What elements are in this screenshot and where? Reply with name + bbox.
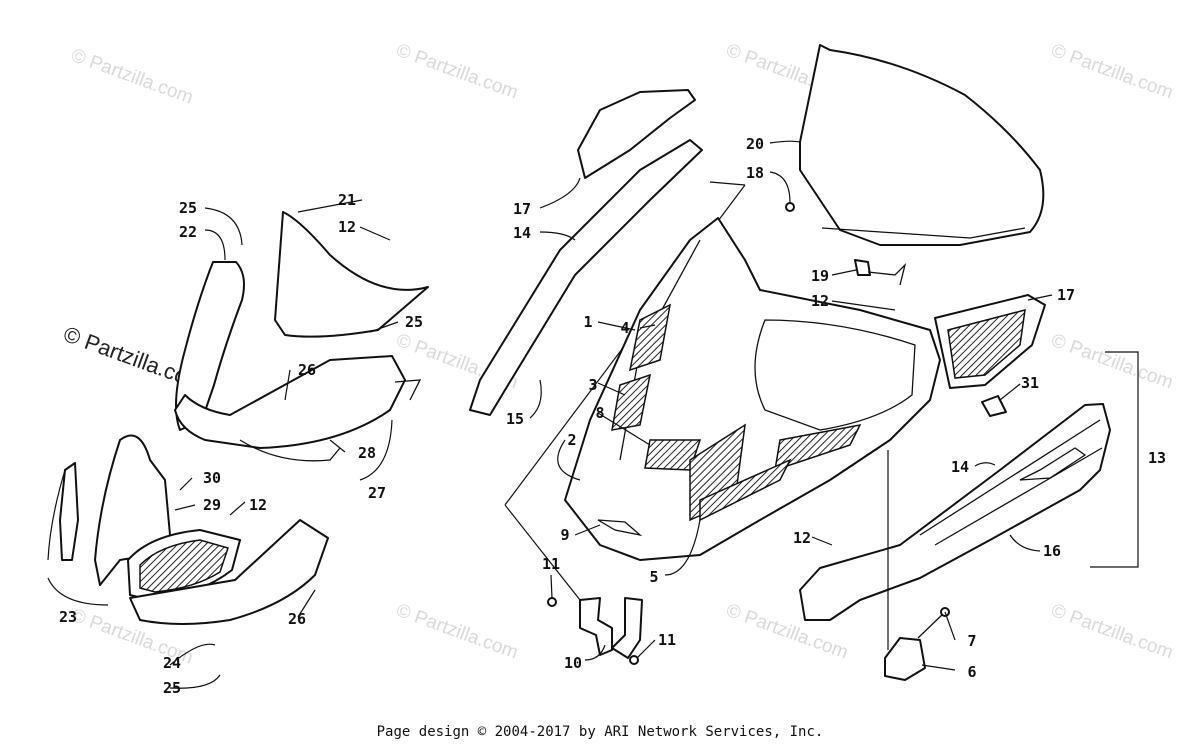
callout-12: 12 bbox=[249, 496, 267, 514]
callout-1: 1 bbox=[583, 313, 592, 331]
part-19-bracket bbox=[867, 262, 907, 286]
part-10-bracket bbox=[579, 597, 613, 656]
callout-11: 11 bbox=[542, 555, 560, 573]
part-21-windscreen bbox=[274, 211, 429, 338]
callouts: 25 22 21 12 25 26 28 27 30 29 12 23 26 2… bbox=[59, 135, 1166, 697]
part-11-nut bbox=[629, 655, 639, 665]
leader-lines bbox=[47, 140, 1053, 689]
callout-17: 17 bbox=[1057, 286, 1075, 304]
side-panel-stripe bbox=[919, 419, 1101, 536]
center-hood-assembly bbox=[469, 89, 941, 665]
callout-2: 2 bbox=[567, 431, 576, 449]
watermark-text: © Partzilla.com bbox=[1048, 330, 1175, 394]
callout-5: 5 bbox=[649, 568, 658, 586]
left-hood-edge bbox=[239, 439, 341, 462]
left-hood-edge bbox=[394, 379, 422, 401]
part-10-bracket bbox=[611, 597, 643, 659]
footer-copyright: Page design © 2004-2017 by ARI Network S… bbox=[377, 724, 824, 740]
part-17-air-intake bbox=[577, 89, 696, 179]
part-6-bumper-block bbox=[884, 637, 926, 681]
callout-24: 24 bbox=[163, 654, 181, 672]
callout-31: 31 bbox=[1021, 374, 1039, 392]
callout-14: 14 bbox=[513, 224, 531, 242]
watermark-text: © Partzilla.com bbox=[393, 40, 520, 104]
part-23-grille-mesh bbox=[139, 539, 229, 593]
callout-9: 9 bbox=[560, 526, 569, 544]
hood-opening bbox=[754, 319, 916, 431]
callout-11: 11 bbox=[658, 631, 676, 649]
callout-18: 18 bbox=[746, 164, 764, 182]
callout-3: 3 bbox=[588, 376, 597, 394]
callout-6: 6 bbox=[967, 663, 976, 681]
part-5-vent-right bbox=[774, 423, 862, 472]
side-panel-stripe bbox=[934, 447, 1103, 546]
callout-19: 19 bbox=[811, 267, 829, 285]
callout-12: 12 bbox=[793, 529, 811, 547]
callout-4: 4 bbox=[620, 319, 629, 337]
part-19-clip bbox=[854, 259, 871, 276]
callout-12: 12 bbox=[811, 292, 829, 310]
callout-17: 17 bbox=[513, 200, 531, 218]
windshield-edge bbox=[821, 227, 1026, 239]
callout-21: 21 bbox=[338, 191, 356, 209]
callout-23: 23 bbox=[59, 608, 77, 626]
callout-28: 28 bbox=[358, 444, 376, 462]
callout-20: 20 bbox=[746, 135, 764, 153]
part-14-side-rail bbox=[469, 139, 703, 416]
right-assembly bbox=[785, 44, 1139, 681]
part-3-vent bbox=[611, 373, 651, 431]
callout-27: 27 bbox=[368, 484, 386, 502]
left-hood-cover bbox=[174, 355, 406, 449]
part-1-main-hood bbox=[564, 217, 941, 561]
watermark-text: © Partzilla.com bbox=[1048, 600, 1175, 664]
watermark-text: © Partzilla.com bbox=[1048, 40, 1175, 104]
left-trim-strip bbox=[59, 462, 79, 561]
side-panel-emblem bbox=[1019, 447, 1087, 481]
callout-25: 25 bbox=[179, 199, 197, 217]
part-5-vent-lower bbox=[699, 458, 792, 522]
callout-15: 15 bbox=[506, 410, 524, 428]
callout-22: 22 bbox=[179, 223, 197, 241]
callout-12: 12 bbox=[338, 218, 356, 236]
part-13-bracket bbox=[1090, 351, 1139, 568]
callout-16: 16 bbox=[1043, 542, 1061, 560]
callout-14: 14 bbox=[951, 458, 969, 476]
part-24-lower-bumper bbox=[129, 519, 329, 625]
callout-7: 7 bbox=[967, 632, 976, 650]
part-18-grommet bbox=[785, 202, 795, 212]
left-hood-assembly bbox=[59, 211, 429, 625]
callout-26: 26 bbox=[298, 361, 316, 379]
part-31-clip bbox=[981, 395, 1007, 417]
part-17-intake-mesh bbox=[947, 308, 1026, 379]
part-4-vent bbox=[629, 303, 672, 372]
callout-10: 10 bbox=[564, 654, 582, 672]
callout-13: 13 bbox=[1148, 449, 1166, 467]
part-9-emblem bbox=[597, 519, 643, 537]
callout-29: 29 bbox=[203, 496, 221, 514]
callout-30: 30 bbox=[203, 469, 221, 487]
part-11-nut bbox=[547, 597, 557, 607]
callout-26: 26 bbox=[288, 610, 306, 628]
watermark-text: © Partzilla.com bbox=[393, 600, 520, 664]
part-20-windshield bbox=[799, 44, 1045, 246]
callout-25: 25 bbox=[405, 313, 423, 331]
callout-8: 8 bbox=[595, 404, 604, 422]
callout-25: 25 bbox=[163, 679, 181, 697]
watermark-text: © Partzilla.com bbox=[68, 45, 195, 109]
part-7-bolt bbox=[917, 611, 946, 639]
